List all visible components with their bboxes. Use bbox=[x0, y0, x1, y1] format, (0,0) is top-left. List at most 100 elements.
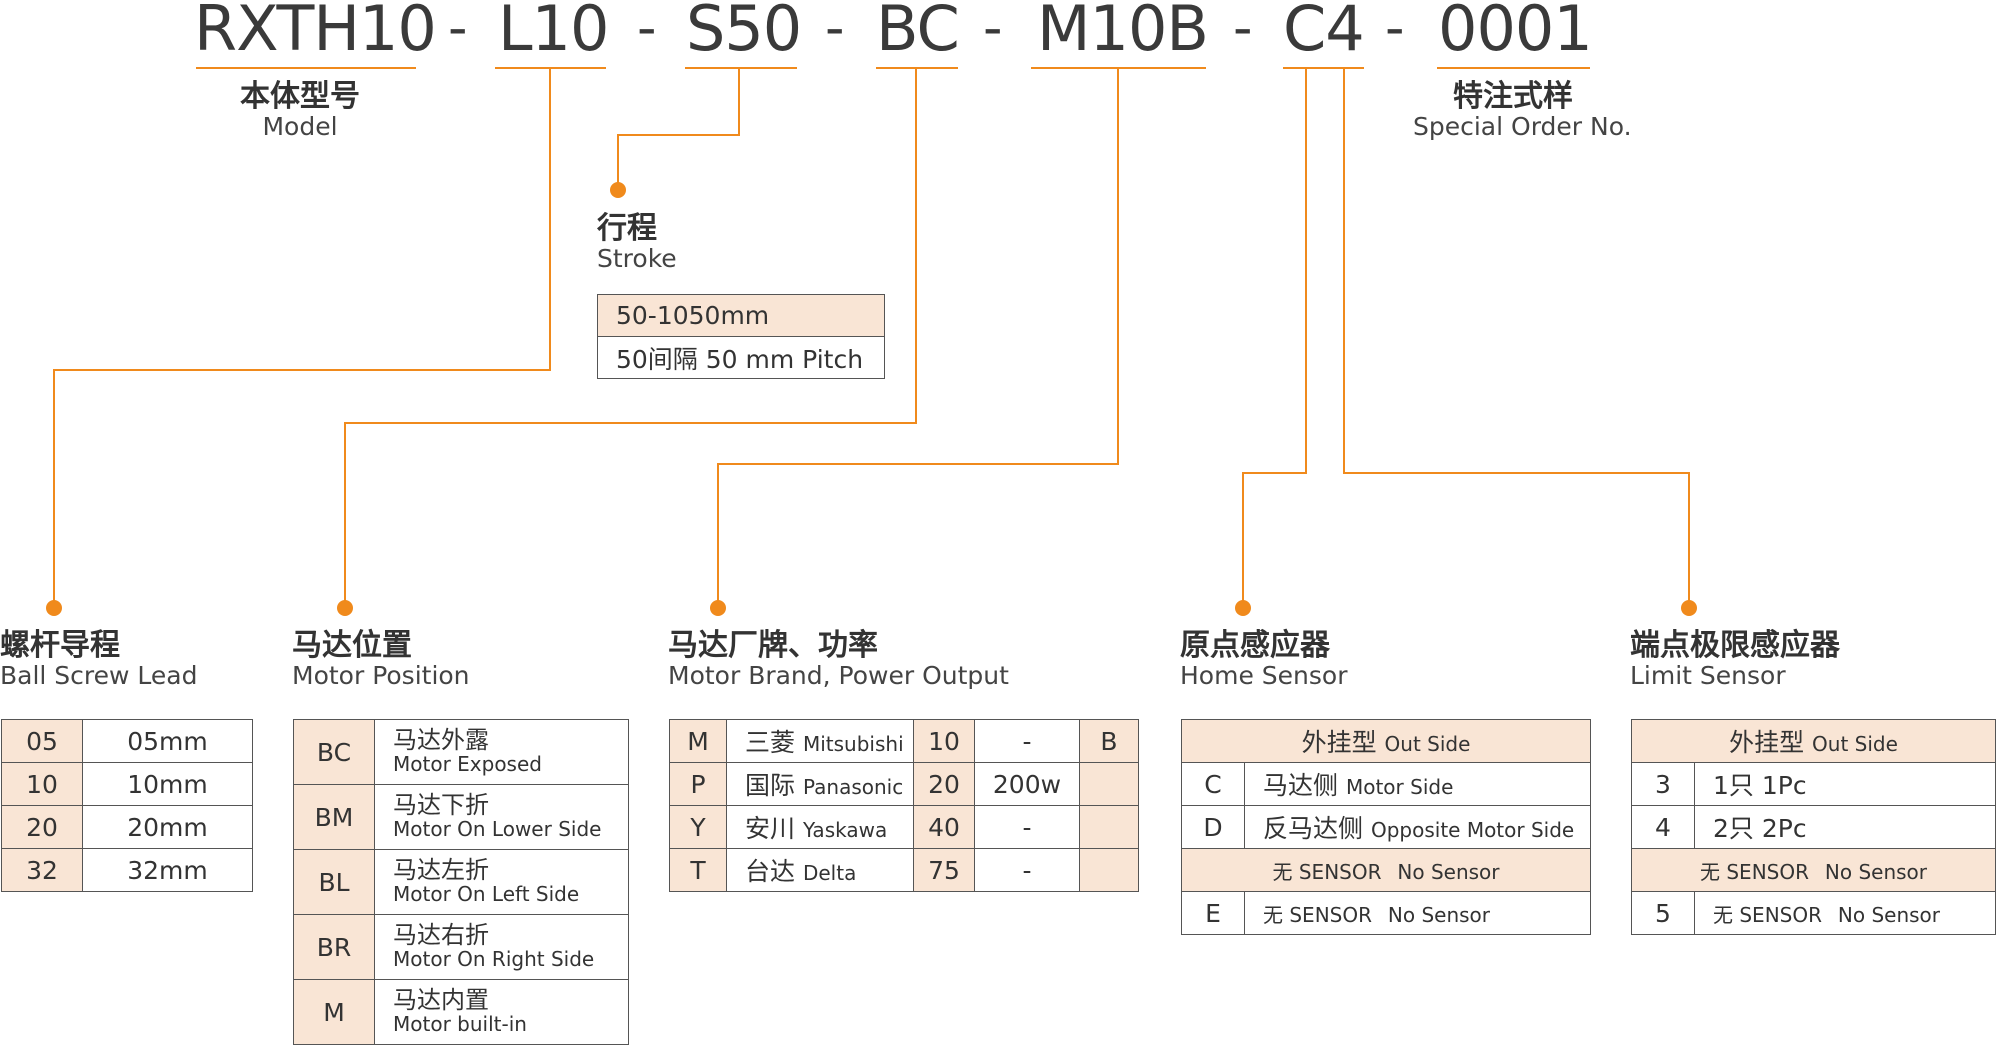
code-brand: M10B bbox=[1037, 0, 1209, 65]
position-en: Motor On Lower Side bbox=[393, 817, 602, 841]
power-code: 10 bbox=[913, 719, 975, 763]
brand-cn: 台达 bbox=[745, 857, 796, 886]
limit-code: 3 bbox=[1631, 762, 1695, 806]
code-separator: - bbox=[983, 0, 1003, 59]
brand-en: Panasonic bbox=[802, 775, 904, 799]
lead-value: 32mm bbox=[82, 848, 253, 892]
position-cn: 马达右折 bbox=[393, 921, 489, 949]
home-label: 原点感应器 Home Sensor bbox=[1180, 630, 1347, 690]
power-value: - bbox=[974, 848, 1080, 892]
lead-label-cn: 螺杆导程 bbox=[0, 628, 120, 663]
position-cn: 马达下折 bbox=[393, 791, 489, 819]
position-code: BR bbox=[293, 914, 375, 980]
special-label-cn: 特注式样 bbox=[1453, 79, 1573, 114]
home-none-header-cn: 无 SENSOR bbox=[1272, 859, 1382, 884]
position-code: BM bbox=[293, 784, 375, 850]
special-label-en: Special Order No. bbox=[1413, 112, 1632, 141]
code-position: BC bbox=[876, 0, 960, 65]
code-separator: - bbox=[825, 0, 845, 59]
code-separator: - bbox=[448, 0, 468, 59]
position-label: 马达位置 Motor Position bbox=[292, 630, 470, 690]
limit-en: No Sensor bbox=[1837, 902, 1940, 927]
brand-en: Yaskawa bbox=[802, 818, 888, 842]
stroke-range: 50-1050mm bbox=[597, 294, 885, 337]
code-model: RXTH10 bbox=[194, 0, 437, 65]
home-label-en: Home Sensor bbox=[1180, 661, 1348, 690]
position-en: Motor built-in bbox=[393, 1012, 527, 1036]
power-value: - bbox=[974, 719, 1080, 763]
position-en: Motor Exposed bbox=[393, 752, 542, 776]
lead-value: 05mm bbox=[82, 719, 253, 763]
home-code: C bbox=[1181, 762, 1245, 806]
stroke-label-en: Stroke bbox=[597, 244, 677, 273]
brand-code: M bbox=[669, 719, 727, 763]
position-label-cn: 马达位置 bbox=[292, 628, 412, 663]
brand-code: Y bbox=[669, 805, 727, 849]
position-cn: 马达左折 bbox=[393, 856, 489, 884]
home-header-en: Out Side bbox=[1384, 732, 1471, 756]
home-cn: 马达侧 bbox=[1263, 771, 1339, 800]
code-special: 0001 bbox=[1438, 0, 1593, 65]
home-cn: 反马达侧 bbox=[1263, 814, 1364, 843]
brand-label: 马达厂牌、功率 Motor Brand, Power Output bbox=[668, 630, 1009, 690]
limit-code: 4 bbox=[1631, 805, 1695, 849]
brake-code bbox=[1079, 805, 1139, 849]
limit-label-cn: 端点极限感应器 bbox=[1630, 628, 1840, 663]
home-en: No Sensor bbox=[1387, 902, 1490, 927]
stroke-table: 50-1050mm 50间隔 50 mm Pitch bbox=[597, 294, 885, 379]
limit-none-header-en: No Sensor bbox=[1824, 859, 1927, 884]
brand-en: Mitsubishi bbox=[802, 732, 904, 756]
home-header-cn: 外挂型 bbox=[1301, 728, 1377, 757]
model-label: 本体型号 Model bbox=[240, 81, 360, 141]
stroke-label-cn: 行程 bbox=[597, 211, 657, 246]
home-en: Motor Side bbox=[1345, 775, 1454, 799]
position-en: Motor On Right Side bbox=[393, 947, 595, 971]
brake-code: B bbox=[1079, 719, 1139, 763]
limit-cn: 2只 bbox=[1713, 814, 1754, 843]
brand-code: P bbox=[669, 762, 727, 806]
limit-label: 端点极限感应器 Limit Sensor bbox=[1630, 630, 1840, 690]
position-cn: 马达外露 bbox=[393, 726, 489, 754]
code-separator: - bbox=[637, 0, 657, 59]
position-code: BL bbox=[293, 849, 375, 915]
home-label-cn: 原点感应器 bbox=[1180, 628, 1330, 663]
home-code: D bbox=[1181, 805, 1245, 849]
position-en: Motor On Left Side bbox=[393, 882, 580, 906]
limit-cn: 无 SENSOR bbox=[1713, 902, 1822, 927]
limit-header-cn: 外挂型 bbox=[1729, 728, 1805, 757]
power-code: 20 bbox=[913, 762, 975, 806]
position-cn: 马达内置 bbox=[393, 986, 489, 1014]
brand-label-en: Motor Brand, Power Output bbox=[668, 661, 1009, 690]
model-label-cn: 本体型号 bbox=[240, 79, 360, 114]
code-stroke: S50 bbox=[686, 0, 802, 65]
brand-table: M 三菱 Mitsubishi 10 - B P 国际 Panasonic 20… bbox=[669, 719, 1139, 892]
code-lead: L10 bbox=[498, 0, 609, 65]
lead-code: 05 bbox=[1, 719, 83, 763]
code-sensor: C4 bbox=[1283, 0, 1365, 65]
stroke-pitch: 50间隔 50 mm Pitch bbox=[597, 336, 885, 379]
home-cn: 无 SENSOR bbox=[1263, 902, 1372, 927]
brake-code bbox=[1079, 762, 1139, 806]
lead-label: 螺杆导程 Ball Screw Lead bbox=[0, 630, 198, 690]
power-code: 40 bbox=[913, 805, 975, 849]
limit-en: 2Pc bbox=[1761, 814, 1807, 843]
power-code: 75 bbox=[913, 848, 975, 892]
power-value: - bbox=[974, 805, 1080, 849]
lead-label-en: Ball Screw Lead bbox=[0, 661, 198, 690]
lead-code: 10 bbox=[1, 762, 83, 806]
brand-en: Delta bbox=[802, 861, 857, 885]
brand-cn: 国际 bbox=[745, 771, 796, 800]
limit-header-en: Out Side bbox=[1812, 732, 1898, 756]
brand-label-cn: 马达厂牌、功率 bbox=[668, 628, 878, 663]
home-none-header-en: No Sensor bbox=[1397, 859, 1500, 884]
brand-cn: 安川 bbox=[745, 814, 796, 843]
lead-code: 32 bbox=[1, 848, 83, 892]
power-value: 200w bbox=[974, 762, 1080, 806]
position-label-en: Motor Position bbox=[292, 661, 470, 690]
brake-code bbox=[1079, 848, 1139, 892]
brand-code: T bbox=[669, 848, 727, 892]
lead-value: 20mm bbox=[82, 805, 253, 849]
